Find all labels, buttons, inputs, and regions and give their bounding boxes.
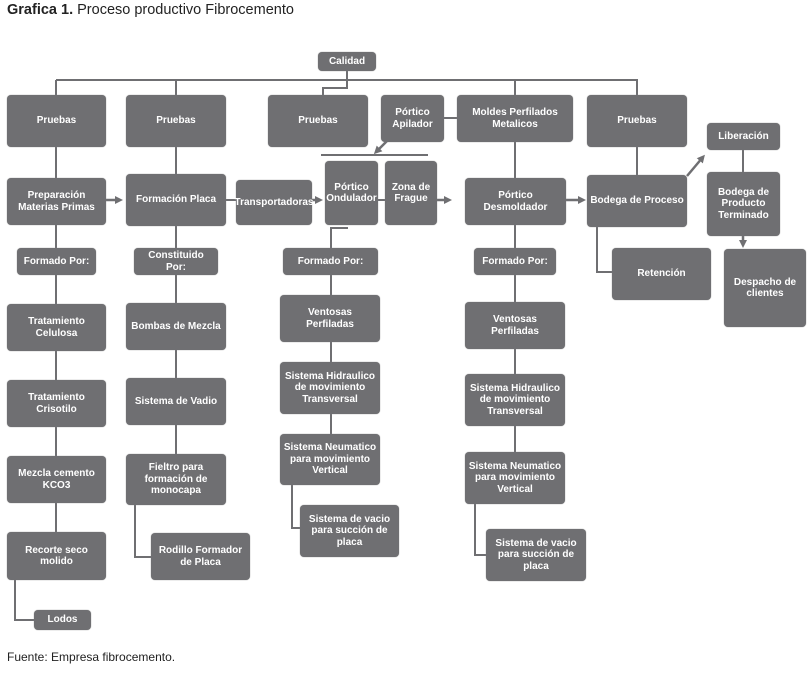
connector-bodega-retencion — [596, 225, 612, 273]
node-neumatico-1: Sistema Neumatico para movimiento Vertic… — [280, 434, 380, 485]
connector-calidad-bus — [56, 79, 638, 95]
node-mezcla-kco3: Mezcla cemento KCO3 — [7, 456, 106, 503]
node-hidraulico-2: Sistema Hidraulico de movimiento Transve… — [465, 374, 565, 426]
node-despacho: Despacho de clientes — [724, 249, 806, 327]
node-fieltro: Fieltro para formación de monocapa — [126, 454, 226, 505]
node-constituido-por: Constituido Por: — [134, 248, 218, 275]
node-zona-fragüe: Zona de Frague — [385, 161, 437, 225]
node-rodillo-formador: Rodillo Formador de Placa — [151, 533, 250, 580]
node-lodos: Lodos — [34, 610, 91, 630]
node-formacion-placa: Formación Placa — [126, 174, 226, 226]
figure-title: Grafica 1. Proceso productivo Fibrocemen… — [7, 2, 294, 18]
connector-fieltro-rodillo — [134, 505, 151, 558]
node-portico-apilador: Pórtico Apilador — [381, 95, 444, 142]
node-formado-por-1: Formado Por: — [17, 248, 96, 275]
node-bombas-mezcla: Bombas de Mezcla — [126, 303, 226, 350]
node-pruebas-2: Pruebas — [126, 95, 226, 147]
connector-ondulador-formado — [330, 227, 348, 248]
node-vacio-1: Sistema de vacio para succión de placa — [300, 505, 399, 557]
node-ventosas-2: Ventosas Perfiladas — [465, 302, 565, 349]
node-formado-por-2: Formado Por: — [283, 248, 378, 275]
node-tratamiento-celulosa: Tratamiento Celulosa — [7, 304, 106, 351]
node-tratamiento-crisotilo: Tratamiento Crisotilo — [7, 380, 106, 427]
node-sistema-vadio: Sistema de Vadio — [126, 378, 226, 425]
node-pruebas-1: Pruebas — [7, 95, 106, 147]
figure-label: Grafica 1. — [7, 2, 74, 18]
node-bodega-terminado: Bodega de Producto Terminado — [707, 172, 780, 236]
node-moldes-perfilados: Moldes Perfilados Metalicos — [457, 95, 573, 142]
node-recorte-seco: Recorte seco molido — [7, 532, 106, 580]
node-vacio-2: Sistema de vacio para succión de placa — [486, 529, 586, 581]
node-neumatico-2: Sistema Neumatico para movimiento Vertic… — [465, 452, 565, 504]
node-calidad: Calidad — [318, 52, 376, 71]
node-transportadoras: Transportadoras — [235, 180, 313, 225]
node-pruebas-4: Pruebas — [587, 95, 687, 147]
arrow-bodega-liberacion — [686, 154, 705, 177]
node-ventosas-1: Ventosas Perfiladas — [280, 295, 380, 342]
connector-recorte-lodos — [14, 580, 34, 621]
node-portico-desmoldador: Pórtico Desmoldador — [465, 178, 566, 225]
connector-bus-pruebas3 — [322, 80, 348, 95]
node-preparacion: Preparación Materias Primas — [7, 178, 106, 225]
node-liberacion: Liberación — [707, 123, 780, 150]
node-portico-ondulador: Pórtico Ondulador — [325, 161, 378, 225]
connector-neumatico1-vacio1 — [291, 485, 300, 529]
node-pruebas-3: Pruebas — [268, 95, 368, 147]
figure-source: Fuente: Empresa fibrocemento. — [7, 650, 176, 664]
arrow-apilador-bar — [373, 139, 389, 155]
figure-caption: Proceso productivo Fibrocemento — [77, 2, 294, 18]
node-retencion: Retención — [612, 248, 711, 300]
node-formado-por-3: Formado Por: — [474, 248, 556, 275]
connector-neumatico2-vacio2 — [474, 504, 486, 556]
node-hidraulico-1: Sistema Hidraulico de movimiento Transve… — [280, 362, 380, 414]
node-bodega-proceso: Bodega de Proceso — [587, 175, 687, 227]
